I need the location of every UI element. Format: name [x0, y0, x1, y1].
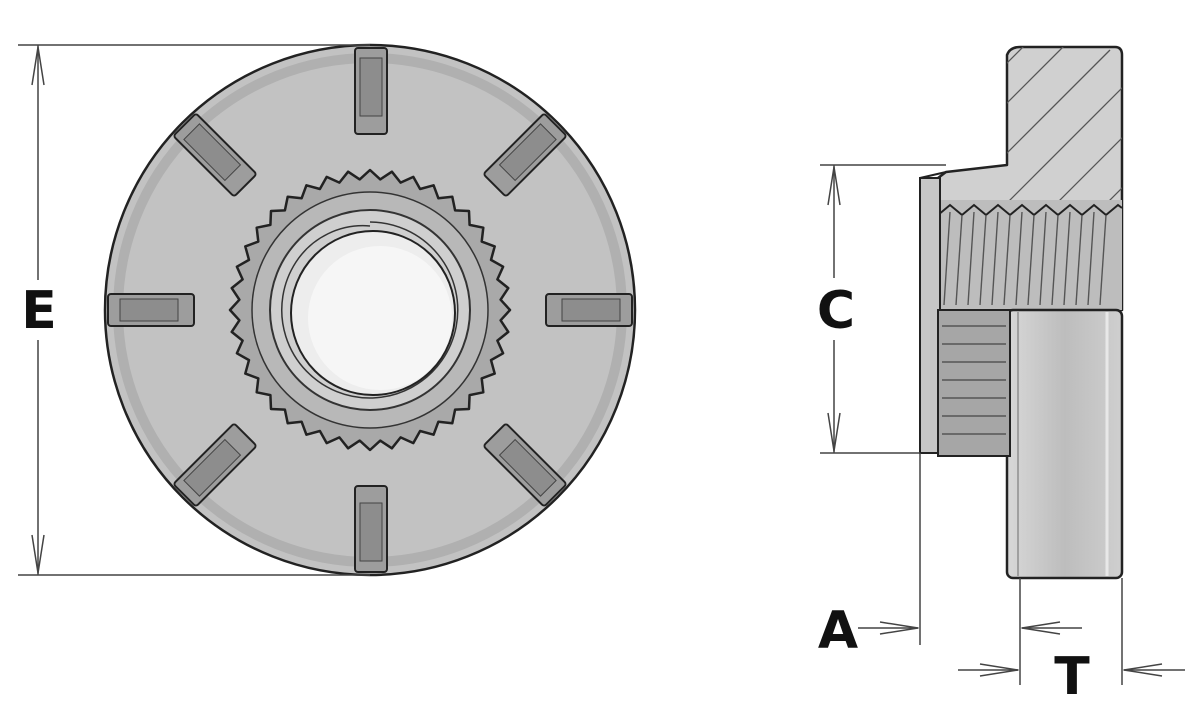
slot-left — [107, 293, 195, 327]
side-view — [919, 45, 1124, 580]
knurl-side — [937, 309, 1011, 457]
slot-top-right — [483, 113, 567, 197]
knurl-ribs — [942, 325, 1006, 435]
thread-helix — [281, 221, 459, 399]
dimension-labels: E C A T — [21, 281, 1090, 707]
front-view — [103, 43, 637, 577]
dimension-label-t: T — [1054, 647, 1090, 707]
slot-bottom-right — [483, 423, 567, 507]
step-line — [945, 164, 1008, 173]
slot-top — [354, 47, 388, 135]
arrow-c-top — [827, 166, 841, 206]
arrow-e-bottom — [31, 534, 45, 574]
dimension-arrows — [31, 46, 1163, 677]
arrow-t-right — [1123, 663, 1163, 677]
flange-side — [1005, 308, 1124, 580]
slot-bottom-left — [173, 423, 257, 507]
dimension-label-c: C — [817, 281, 855, 341]
arrow-t-left — [979, 663, 1019, 677]
dimension-label-e: E — [21, 281, 57, 341]
bore-highlight — [308, 246, 452, 390]
arrow-c-bottom — [827, 412, 841, 452]
arrow-e-top — [31, 46, 45, 86]
slot-bottom — [354, 485, 388, 573]
slot-top-left — [173, 113, 257, 197]
thread-section — [938, 200, 1122, 310]
dimension-label-a: A — [818, 601, 858, 661]
arrow-a — [879, 621, 919, 635]
slot-right — [545, 293, 633, 327]
arrow-a-right — [1021, 621, 1061, 635]
